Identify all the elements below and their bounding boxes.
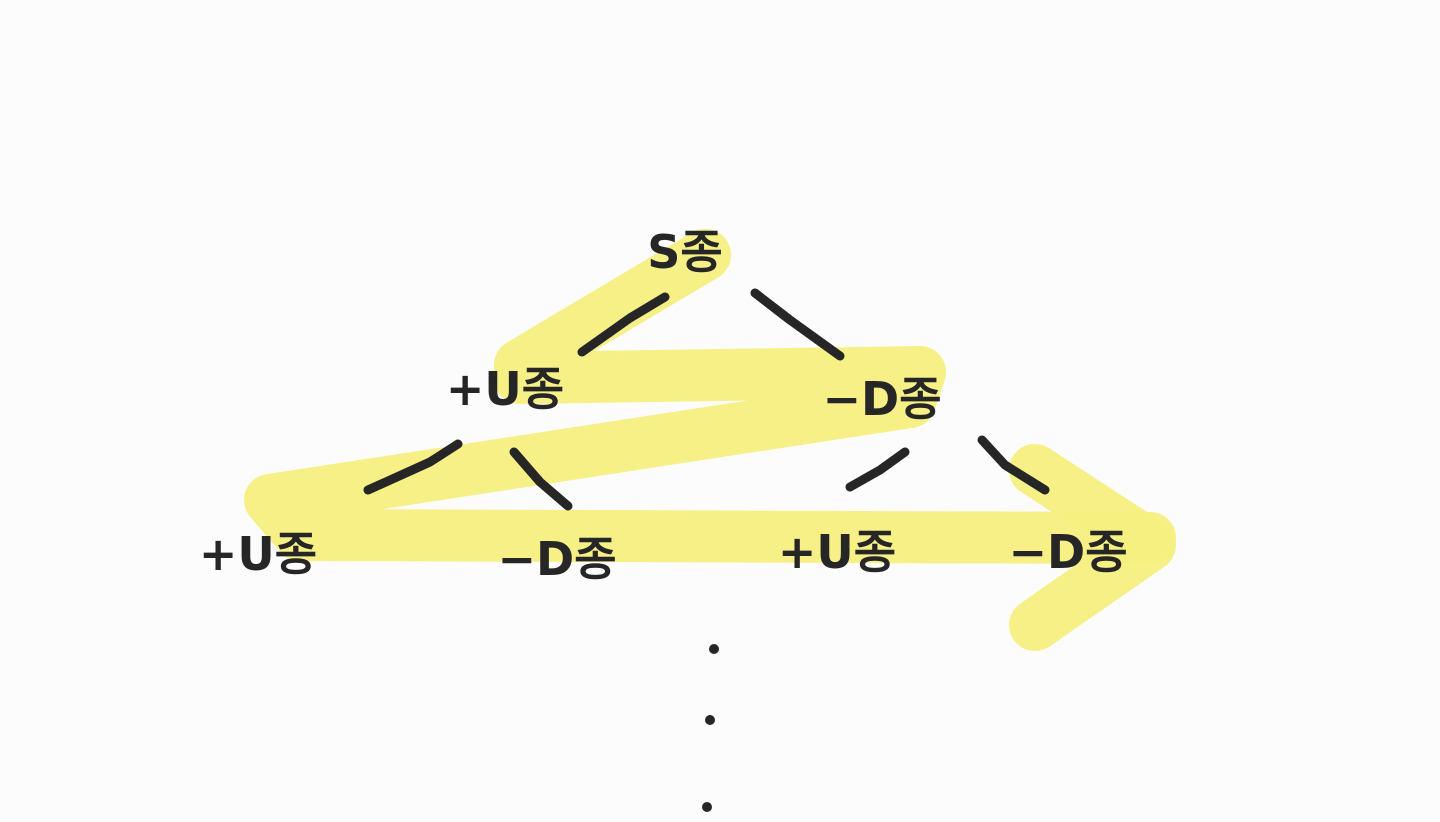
node-l1-left: +U종 [446, 362, 564, 416]
continuation-dot [702, 802, 712, 812]
node-l2-2: −D종 [497, 532, 616, 586]
edge-root-to-l1-right [750, 288, 845, 361]
edge-l1-right-to-l2-4 [977, 435, 1050, 495]
continuation-ellipsis [702, 644, 719, 812]
traversal-path [244, 229, 1176, 564]
edge-root-to-l1-left [577, 292, 670, 357]
continuation-dot [709, 644, 719, 654]
node-l1-right: −D종 [822, 372, 941, 426]
traversal-arrowhead [1009, 444, 1176, 651]
tree-nodes: S종 +U종 −D종 +U종 −D종 +U종 −D종 [199, 225, 1128, 586]
continuation-dot [705, 715, 715, 725]
edge-l1-left-to-l2-2 [509, 447, 573, 511]
node-l2-4: −D종 [1008, 525, 1127, 579]
traversal-highlight [244, 229, 1176, 651]
edge-l1-left-to-l2-1 [363, 439, 463, 495]
tree-edges [363, 288, 1050, 511]
node-l2-3: +U종 [778, 525, 896, 579]
node-l2-1: +U종 [199, 527, 317, 581]
edge-l1-right-to-l2-3 [845, 447, 910, 492]
node-root: S종 [647, 225, 722, 279]
